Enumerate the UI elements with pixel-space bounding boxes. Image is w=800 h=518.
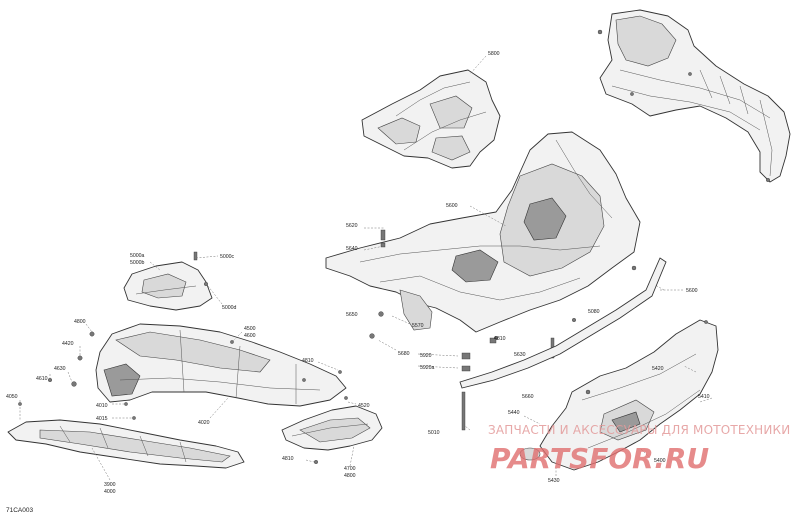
callout-5600-rail: 5600: [686, 288, 698, 294]
callout-5410: 5410: [698, 394, 710, 400]
callout-4020: 4020: [198, 420, 210, 426]
callout-5010: 5010: [428, 430, 440, 436]
watermark: ЗАПЧАСТИ И АКСЕССУАРЫ ДЛЯ МОТОТЕХНИКИ PA…: [488, 423, 790, 475]
callout-5000d: 5000d: [222, 305, 237, 311]
callout-4015: 4015: [96, 416, 108, 422]
callout-5000b: 5000b: [130, 260, 145, 266]
callout-5620: 5620: [346, 223, 358, 229]
callout-5400: 5400: [654, 458, 666, 464]
bottom-left-footrest: [7, 419, 245, 481]
callout-5420: 5420: [652, 366, 664, 372]
callout-4800-bottom: 4800: [344, 473, 356, 479]
callout-4420: 4420: [62, 341, 74, 347]
watermark-tagline: ЗАПЧАСТИ И АКСЕССУАРЫ ДЛЯ МОТОТЕХНИКИ: [488, 423, 790, 437]
callout-4500: 4500: [244, 326, 256, 332]
callout-4810-center: 4810: [494, 336, 506, 342]
callout-5600: 5600: [446, 203, 458, 209]
left-side-panel: [95, 323, 347, 419]
callout-5440: 5440: [508, 410, 520, 416]
center-bottom-panel: [281, 396, 383, 467]
callout-3900: 3900: [104, 482, 116, 488]
side-rail-part: [459, 257, 684, 389]
callout-4520: 4520: [358, 403, 370, 409]
left-hardware: [18, 323, 136, 420]
rear-frame-part: [597, 9, 791, 183]
callout-4600: 4600: [244, 333, 256, 339]
callout-5080: 5080: [588, 309, 600, 315]
callout-5920a: 5920a: [420, 365, 435, 371]
callout-5630: 5630: [514, 352, 526, 358]
callout-5920: 5920: [420, 353, 432, 359]
callout-5640: 5640: [346, 246, 358, 252]
left-cover-part: [123, 251, 223, 311]
rear-right-panel: [519, 319, 719, 476]
watermark-logo: PARTSFOR.RU: [490, 442, 709, 475]
callout-5800: 5800: [488, 51, 500, 57]
callout-4000: 4000: [104, 489, 116, 495]
callout-4810-bottom: 4810: [282, 456, 294, 462]
callout-4630: 4630: [54, 366, 66, 372]
callout-labels: 5800 5600 5620 5640 5000a 5000b 5000c 50…: [6, 51, 710, 495]
main-floor-part: [325, 131, 665, 341]
callout-5570: 5570: [412, 323, 424, 329]
callout-5000a: 5000a: [130, 253, 145, 259]
callout-4700: 4700: [344, 466, 356, 472]
callout-5650: 5650: [346, 312, 358, 318]
seat-base-part: [361, 55, 501, 169]
callout-5000c: 5000c: [220, 254, 235, 260]
callout-4610: 4610: [36, 376, 48, 382]
callout-5660: 5660: [522, 394, 534, 400]
diagram-code: 71CA003: [6, 507, 33, 514]
callout-5680: 5680: [398, 351, 410, 357]
callout-4810-left: 4810: [302, 358, 314, 364]
callout-5430: 5430: [548, 478, 560, 484]
callout-4010: 4010: [96, 403, 108, 409]
callout-4050: 4050: [6, 394, 18, 400]
center-hardware: [369, 229, 555, 431]
callout-4800-left: 4800: [74, 319, 86, 325]
